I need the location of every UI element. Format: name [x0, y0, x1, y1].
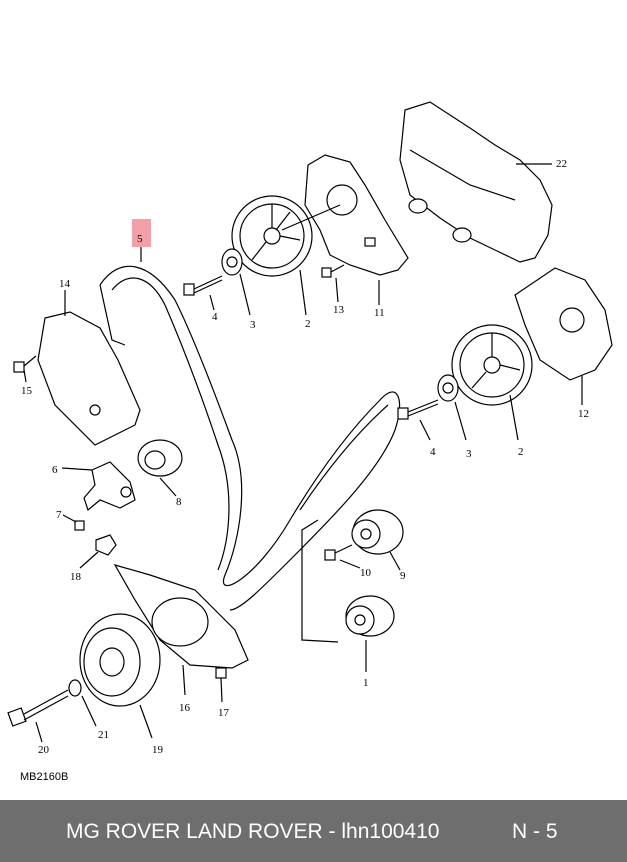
tensioner-bracket-part[interactable]	[61, 461, 136, 512]
footer-bar: MG ROVER LAND ROVER - lhn100410 N - 5	[0, 800, 627, 862]
pulley-washer-part[interactable]	[68, 679, 97, 727]
callout-4: 4	[212, 311, 218, 323]
front-timing-cover-part[interactable]	[37, 290, 141, 446]
rear-timing-plate-part[interactable]	[304, 154, 409, 305]
spacer-part[interactable]	[79, 534, 117, 569]
lower-cover-bolt-part[interactable]	[215, 667, 227, 703]
callout-2: 2	[305, 318, 311, 330]
callout-labels: 5 22 4 3 2 13 11 14 15 12 4 3 2 6 8 7 18…	[21, 158, 589, 756]
pulley-bolt-part[interactable]	[7, 689, 69, 743]
callout-10: 10	[360, 567, 372, 579]
crankshaft-pulley-part[interactable]	[79, 613, 161, 739]
second-sprocket-bolt-part[interactable]	[397, 399, 439, 441]
plate-bolt-part[interactable]	[321, 264, 345, 303]
callout-22: 22	[556, 158, 567, 170]
second-sprocket-washer-part[interactable]	[437, 374, 467, 441]
idler-pulley-part[interactable]	[351, 509, 404, 571]
idler-bolt-part[interactable]	[324, 544, 361, 569]
figure-code: MB2160B	[20, 771, 69, 783]
exploded-parts-diagram: 5 22 4 3 2 13 11 14 15 12 4 3 2 6 8 7 18…	[7, 101, 613, 756]
tensioner-bolt-part[interactable]	[62, 514, 85, 531]
callout-3b: 3	[466, 448, 472, 460]
callout-11: 11	[374, 307, 385, 319]
second-camshaft-sprocket-part[interactable]	[451, 324, 533, 441]
callout-6: 6	[52, 464, 58, 476]
callout-7: 7	[56, 509, 62, 521]
callout-3: 3	[250, 319, 256, 331]
callout-12: 12	[578, 408, 589, 420]
callout-20: 20	[38, 744, 50, 756]
timing-belt-part[interactable]	[99, 247, 401, 611]
callout-2b: 2	[518, 446, 524, 458]
lower-timing-cover-part[interactable]	[113, 564, 249, 696]
cover-bolt-part[interactable]	[13, 355, 37, 383]
callout-9: 9	[400, 570, 406, 582]
upper-timing-cover-part[interactable]	[399, 101, 553, 263]
callout-16: 16	[179, 702, 191, 714]
footer-title: MG ROVER LAND ROVER - lhn100410	[66, 820, 440, 843]
crankshaft-sprocket-part[interactable]	[301, 519, 395, 672]
callout-4b: 4	[430, 446, 436, 458]
callout-19: 19	[152, 744, 164, 756]
front-timing-plate-part[interactable]	[514, 267, 613, 405]
callout-17: 17	[218, 707, 230, 719]
callout-8: 8	[176, 496, 182, 508]
highlighted-part-marker	[132, 219, 151, 247]
callout-15: 15	[21, 385, 33, 397]
tensioner-pulley-part[interactable]	[137, 439, 183, 497]
callout-5: 5	[137, 233, 143, 245]
sprocket-washer-part[interactable]	[221, 248, 251, 316]
callout-1: 1	[363, 677, 369, 689]
callout-18: 18	[70, 571, 82, 583]
callout-13: 13	[333, 304, 345, 316]
callout-21: 21	[98, 729, 109, 741]
sprocket-bolt-part[interactable]	[183, 275, 223, 311]
footer-page-number: N - 5	[512, 820, 558, 843]
camshaft-sprocket-part[interactable]	[231, 195, 341, 316]
callout-14: 14	[59, 278, 71, 290]
